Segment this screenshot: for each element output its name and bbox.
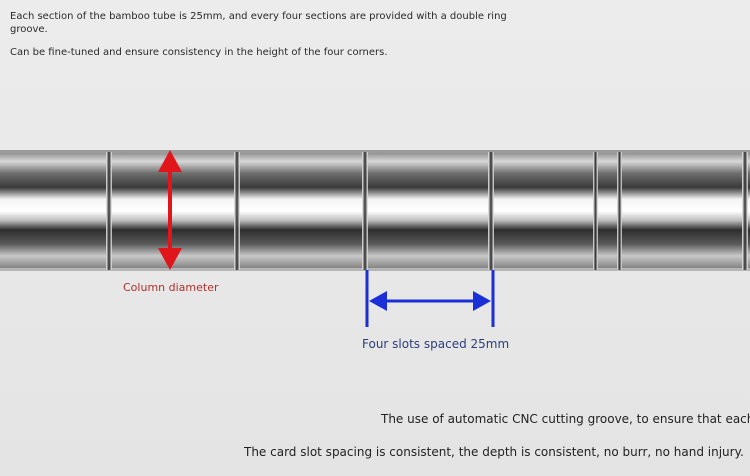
tube-grooves: [106, 152, 748, 270]
column-diameter-label: Column diameter: [123, 281, 219, 294]
intro-text-block: Each section of the bamboo tube is 25mm,…: [10, 10, 530, 69]
footer-line-1: The use of automatic CNC cutting groove,…: [381, 412, 750, 426]
chrome-tube-photo: [0, 140, 750, 280]
double-arrow-vertical-icon: [158, 150, 182, 270]
intro-line-2: Can be fine-tuned and ensure consistency…: [10, 47, 388, 58]
slot-spacing-label: Four slots spaced 25mm: [362, 337, 510, 351]
footer-line-2: The card slot spacing is consistent, the…: [244, 445, 744, 459]
intro-line-1: Each section of the bamboo tube is 25mm,…: [10, 11, 507, 35]
double-arrow-horizontal-icon: [355, 265, 505, 335]
